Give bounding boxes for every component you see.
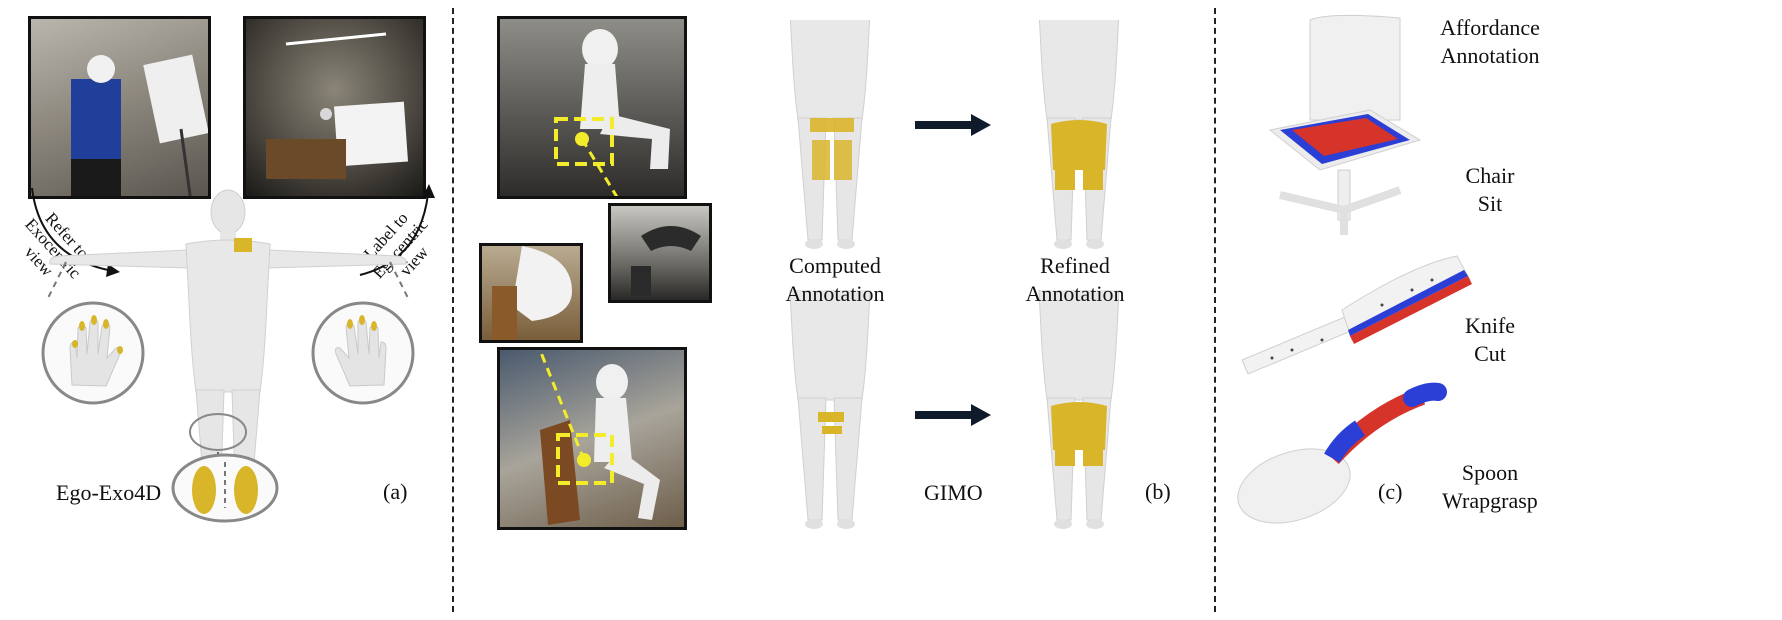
spoon-wrapgrasp-label: Spoon Wrapgrasp — [1442, 460, 1538, 513]
knife-cut-label: Knife Cut — [1464, 313, 1516, 366]
divider-right — [1214, 8, 1216, 612]
panel-c-letter: (c) — [1378, 479, 1403, 504]
refined-annotation-body-top — [955, 20, 1205, 250]
knife-affordance-mesh — [1241, 255, 1472, 375]
exocentric-photo — [28, 16, 211, 199]
right-hand-zoom — [311, 301, 415, 405]
refined-annotation-body-bottom — [955, 290, 1205, 530]
affordance-header: Affordance Annotation — [1440, 15, 1540, 68]
panel-b-letter: (b) — [1145, 479, 1171, 504]
refined-annotation-label: Refined Annotation — [1025, 253, 1125, 306]
computed-annotation-body-bottom — [706, 290, 956, 530]
chair-sit-label: Chair Sit — [1465, 163, 1515, 216]
chair-affordance-mesh — [1268, 14, 1422, 235]
feet-zoom — [171, 453, 279, 523]
gimo-scene-photo-bottom — [497, 347, 687, 530]
egocentric-photo — [243, 16, 426, 199]
gimo-zoom-photo-top — [608, 203, 712, 303]
gimo-scene-photo-top — [497, 16, 687, 199]
computed-annotation-body-top — [706, 20, 956, 250]
label-arrow — [359, 184, 435, 276]
refine-arrow-top — [915, 114, 991, 136]
panel-a-letter: (a) — [383, 479, 408, 504]
refer-arrow — [31, 187, 120, 277]
divider-left — [452, 8, 454, 612]
spoon-affordance-mesh — [1237, 382, 1447, 524]
refine-arrow-bottom — [915, 404, 991, 426]
gimo-zoom-photo-bottom — [479, 243, 583, 343]
computed-annotation-label: Computed Annotation — [785, 253, 885, 306]
ego-exo4d-label: Ego-Exo4D — [56, 480, 162, 505]
left-hand-zoom — [41, 301, 145, 405]
gimo-label: GIMO — [924, 480, 983, 505]
